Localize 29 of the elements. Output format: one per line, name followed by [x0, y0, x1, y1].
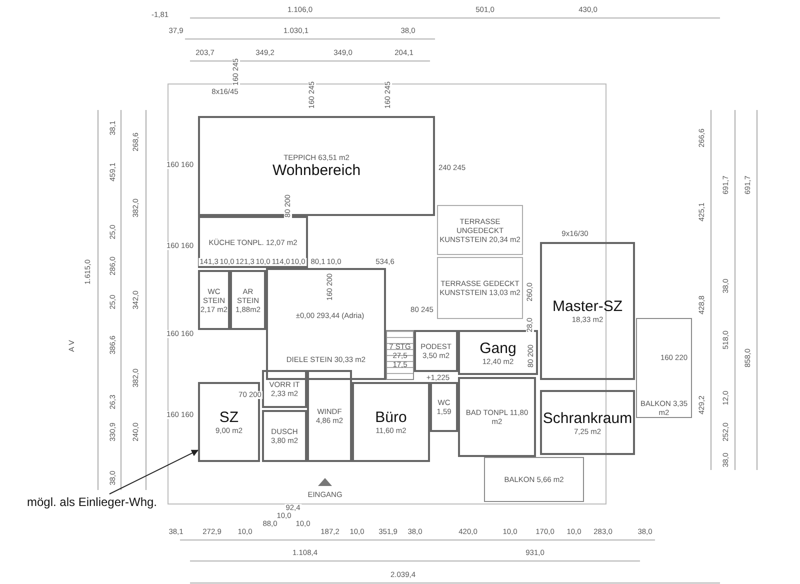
room-name: Gang	[480, 340, 516, 356]
room-name: Wohnbereich	[272, 162, 361, 179]
balcony	[636, 318, 692, 418]
anteroom	[262, 370, 307, 408]
toilet-room	[430, 382, 458, 432]
living-room	[198, 116, 435, 216]
landing	[414, 330, 458, 372]
note-text: mögl. als Einlieger-Whg.	[22, 494, 162, 510]
bathroom	[458, 377, 536, 457]
hall	[266, 268, 386, 380]
balcony	[484, 457, 584, 502]
terrace-area	[437, 257, 523, 319]
bedroom	[198, 382, 260, 462]
walk-in-closet	[540, 390, 635, 455]
terrace-area	[437, 205, 523, 255]
room-name: Büro	[375, 409, 407, 426]
room-name: Master-SZ	[552, 298, 622, 315]
master-bedroom	[540, 242, 635, 380]
arrow	[108, 450, 199, 494]
staircase	[386, 330, 414, 380]
vestibule	[307, 370, 352, 462]
shower-room	[262, 410, 307, 462]
toilet-room	[198, 270, 230, 330]
office-room	[352, 382, 430, 462]
hallway	[458, 330, 538, 375]
kitchen	[198, 216, 308, 268]
room-name: SZ	[219, 409, 239, 426]
room-name: Schrankraum	[542, 410, 632, 426]
storage-room	[230, 270, 266, 330]
